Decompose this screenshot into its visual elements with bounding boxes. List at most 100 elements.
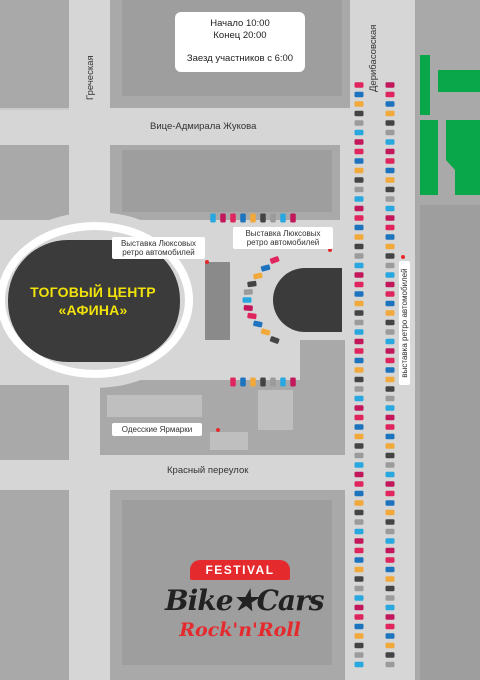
parked-car (385, 129, 395, 136)
parked-car (354, 205, 364, 212)
parked-car (354, 623, 364, 630)
parked-car (247, 312, 257, 320)
parked-car (385, 557, 395, 563)
parked-car (354, 462, 364, 468)
park-strip-3 (420, 120, 438, 195)
marker-retro (401, 255, 405, 259)
parked-car (354, 595, 364, 601)
arc-building (273, 268, 342, 332)
parked-car (230, 377, 236, 387)
parked-car (385, 291, 395, 297)
building-fair-3 (258, 390, 293, 430)
parked-car (354, 186, 364, 193)
parked-car (210, 213, 216, 223)
street-deribasovskaya: Дерибасовская (368, 24, 379, 92)
parked-car (354, 414, 364, 421)
street-zhukova: Вице-Адмирала Жукова (150, 121, 257, 132)
parked-car (385, 82, 395, 88)
parked-car (243, 305, 253, 311)
parked-car (385, 500, 395, 506)
parked-car (354, 481, 364, 487)
parked-car (280, 213, 286, 223)
parked-car (385, 338, 395, 345)
parked-car (354, 433, 364, 440)
parked-car (354, 519, 364, 525)
car-group (210, 82, 395, 668)
parked-car (385, 405, 395, 411)
info-arrival: Заезд участников с 6:00 (186, 53, 294, 64)
label-lux-left: Выставка Люксовых ретро автомобилей (112, 237, 205, 260)
label-fair: Одесские Ярмарки (112, 423, 202, 437)
parked-car (354, 300, 364, 307)
parked-car (385, 300, 395, 307)
parked-car (270, 213, 276, 223)
parked-car (354, 167, 364, 174)
parked-car (354, 452, 364, 459)
parked-car (354, 614, 364, 620)
building-fair-2 (210, 432, 248, 450)
mall-line1: ТОГОВЫЙ ЦЕНТР (30, 284, 156, 300)
parked-car (354, 329, 364, 335)
parked-car (385, 633, 395, 639)
parked-car (354, 281, 364, 288)
parked-car (354, 585, 364, 592)
parked-car (260, 328, 271, 336)
parked-car (354, 348, 364, 354)
parked-car (354, 196, 364, 202)
parked-car (354, 357, 364, 364)
parked-car (354, 395, 364, 402)
parked-car (354, 243, 364, 250)
parked-car (354, 148, 364, 155)
parked-car (242, 297, 252, 303)
logo-festival: FESTIVAL (190, 560, 290, 580)
parked-car (354, 91, 364, 98)
parked-car (354, 528, 364, 535)
block-right-lower (420, 205, 480, 680)
parked-car (385, 101, 395, 107)
parked-car (354, 319, 364, 326)
parked-car (354, 215, 364, 221)
building-fair-1 (107, 395, 202, 417)
park-strip-1 (420, 55, 430, 115)
parked-car (253, 272, 263, 280)
parked-car (354, 424, 364, 430)
parked-car (354, 120, 364, 126)
logo-rock-n-roll: Rock'n'Roll (179, 619, 301, 641)
parked-car (385, 310, 395, 316)
parked-car (220, 213, 226, 223)
parked-car (385, 110, 395, 117)
mall-line2: «АФИНА» (58, 302, 128, 318)
parked-car (240, 213, 246, 223)
parked-car (385, 186, 395, 193)
parked-car (385, 433, 395, 440)
parked-car (354, 101, 364, 107)
parked-car (385, 509, 395, 516)
parked-car (354, 139, 364, 145)
marker-lux-left (205, 260, 209, 264)
parked-car (385, 538, 395, 544)
parked-car (385, 424, 395, 430)
parked-car (385, 623, 395, 630)
parked-car (240, 377, 246, 387)
parked-car (354, 291, 364, 297)
parked-car (260, 213, 266, 223)
parked-car (385, 158, 395, 164)
parked-car (385, 120, 395, 126)
parked-car (354, 557, 364, 563)
parked-car (354, 509, 364, 516)
parked-car (385, 281, 395, 288)
info-start: Начало 10:00 (210, 18, 270, 29)
parked-car (243, 289, 253, 295)
festival-logo: FESTIVAL Bike★Cars Rock'n'Roll (165, 556, 325, 656)
block-mid-center-inner (122, 150, 332, 212)
parked-car (354, 234, 364, 240)
parked-car (250, 213, 256, 223)
parked-car (354, 272, 364, 278)
parked-car (385, 481, 395, 487)
parked-car (354, 310, 364, 316)
parked-car (354, 538, 364, 544)
parked-car (385, 329, 395, 335)
mall-building (8, 240, 180, 362)
parked-car (354, 633, 364, 639)
